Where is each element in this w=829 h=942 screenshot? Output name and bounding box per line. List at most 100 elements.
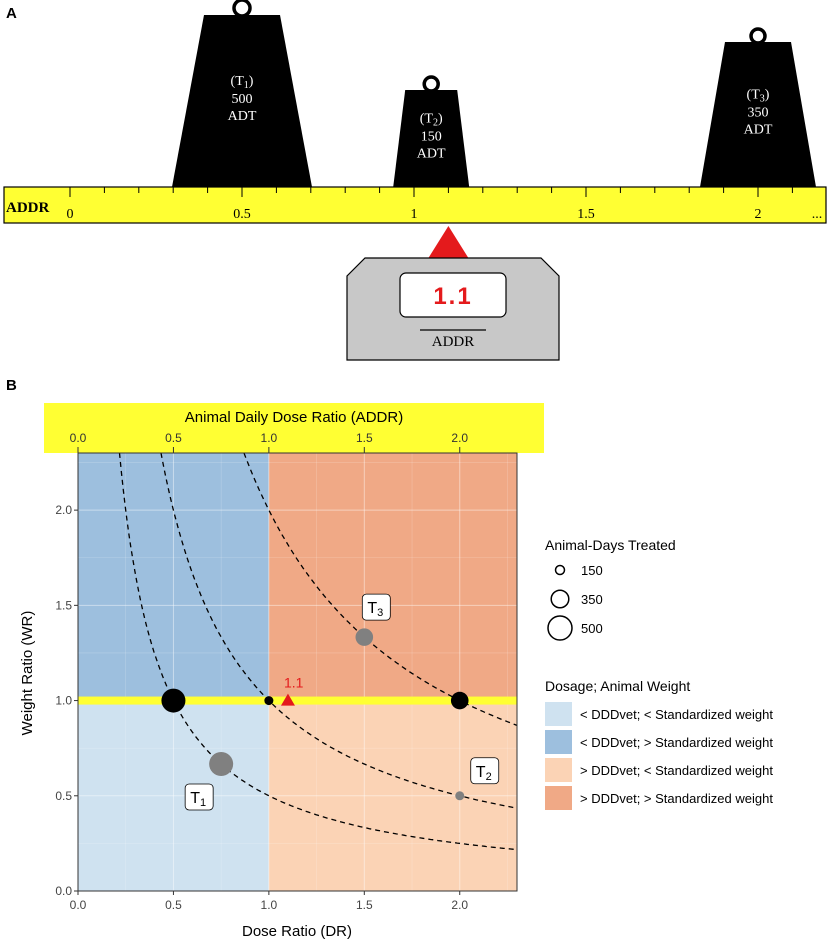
top-axis-label: Animal Daily Dose Ratio (ADDR) — [185, 409, 403, 426]
region — [268, 700, 517, 891]
size-legend: Animal-Days Treated 150 350 500 — [545, 537, 676, 641]
point-label-t1: T1 — [184, 783, 214, 811]
x-axis-ticks: 0.0 0.5 1.0 1.5 2.0 — [70, 891, 468, 912]
scale-display-value: 1.1 — [433, 283, 472, 310]
size-legend-circle — [550, 589, 570, 609]
weight-ring — [232, 0, 252, 18]
weight-ring — [422, 75, 440, 93]
fill-legend-items: < DDDvet; < Standardized weight < DDDvet;… — [545, 702, 773, 810]
addr-marker-label: 1.1 — [284, 675, 304, 691]
fill-legend-swatch — [545, 730, 572, 754]
dose-curve — [243, 452, 518, 726]
ruler-tick-label: ... — [812, 207, 823, 222]
top-tick-label: 0.5 — [165, 431, 182, 445]
panel-b-label: B — [6, 377, 17, 394]
weight-label: (T2) — [420, 112, 443, 129]
addr-marker-triangle — [280, 693, 295, 706]
point-label-t2: T2 — [470, 757, 500, 785]
fill-legend-label: < DDDvet; < Standardized weight — [580, 707, 773, 722]
y-axis-ticks: 0.0 0.5 1.0 1.5 2.0 — [55, 503, 78, 898]
size-legend-circle — [554, 564, 566, 576]
scale-display — [399, 272, 507, 318]
point-label-box — [470, 757, 500, 785]
fill-legend-label: < DDDvet; > Standardized weight — [580, 735, 773, 750]
ruler-tick-labels: 0 0.5 1 1.5 2... — [67, 207, 823, 222]
point-label-text: T2 — [476, 764, 492, 783]
fill-legend-label: > DDDvet; > Standardized weight — [580, 791, 773, 806]
ruler-tick-label: 2 — [755, 207, 762, 222]
dose-curve — [118, 452, 517, 851]
data-point — [209, 751, 234, 776]
region — [78, 700, 269, 891]
plot-border — [77, 452, 518, 892]
data-point — [450, 691, 469, 710]
x-axis-label: Dose Ratio (DR) — [242, 923, 352, 940]
fill-legend-swatch — [545, 702, 572, 726]
region — [268, 453, 517, 701]
ruler-label: ADDR — [6, 200, 49, 216]
y-tick-label: 0.5 — [55, 789, 72, 803]
data-point — [455, 791, 465, 801]
point-labels: T1 T2 T3 — [184, 593, 500, 811]
fill-legend: Dosage; Animal Weight < DDDvet; < Standa… — [545, 678, 773, 810]
top-axis-ticks: 0.0 0.5 1.0 1.5 2.0 — [70, 431, 468, 453]
point-label-text: T1 — [190, 790, 206, 809]
size-legend-circle — [547, 615, 573, 641]
ruler-tick-label: 0.5 — [233, 207, 251, 222]
weight-ring — [749, 27, 767, 45]
ruler-tick-label: 1.5 — [577, 207, 595, 222]
region — [78, 453, 269, 701]
ruler-tick-label: 0 — [67, 207, 74, 222]
panel-b: B Animal Daily Dose Ratio (ADDR) 0.0 0.5 1… — [6, 377, 773, 940]
fill-legend-swatch — [545, 786, 572, 810]
y-tick-label: 1.5 — [55, 598, 72, 612]
weight-label: (T1) — [231, 74, 254, 91]
size-legend-title: Animal-Days Treated — [545, 537, 676, 553]
fill-legend-swatch — [545, 758, 572, 782]
addr-line — [78, 696, 517, 705]
size-legend-label: 500 — [581, 621, 603, 636]
weight-unit: ADT — [417, 147, 446, 162]
top-tick-label: 0.0 — [70, 431, 87, 445]
fulcrum-triangle — [428, 226, 469, 258]
y-tick-label: 2.0 — [55, 503, 72, 517]
ruler-ticks — [69, 187, 793, 197]
x-tick-label: 0.0 — [70, 898, 87, 912]
point-label-box — [184, 783, 214, 811]
weight-unit: ADT — [228, 109, 257, 124]
x-tick-label: 0.5 — [165, 898, 182, 912]
top-axis-band — [44, 403, 544, 453]
top-tick-label: 1.5 — [356, 431, 373, 445]
x-tick-label: 1.0 — [261, 898, 278, 912]
scale-display-caption: ADDR — [432, 334, 475, 350]
y-tick-label: 1.0 — [55, 694, 72, 708]
x-tick-label: 2.0 — [451, 898, 468, 912]
weight-unit: ADT — [744, 123, 773, 138]
plot-regions — [78, 453, 517, 891]
top-tick-label: 1.0 — [261, 431, 278, 445]
weight-value: 350 — [748, 106, 769, 121]
ruler-tick-label: 1 — [411, 207, 418, 222]
y-tick-label: 0.0 — [55, 884, 72, 898]
fill-legend-title: Dosage; Animal Weight — [545, 678, 690, 694]
data-point — [355, 628, 374, 646]
y-axis-label: Weight Ratio (WR) — [19, 611, 36, 736]
top-tick-label: 2.0 — [451, 431, 468, 445]
weight-body — [700, 42, 816, 187]
size-legend-items: 150 350 500 — [547, 563, 603, 641]
size-legend-label: 150 — [581, 563, 603, 578]
data-points — [161, 628, 469, 801]
point-label-box — [361, 593, 391, 621]
x-tick-label: 1.5 — [356, 898, 373, 912]
weight-body — [393, 90, 470, 187]
size-legend-label: 350 — [581, 592, 603, 607]
point-label-text: T3 — [367, 600, 383, 619]
point-label-t3: T3 — [361, 593, 391, 621]
panel-a-label: A — [6, 5, 17, 22]
